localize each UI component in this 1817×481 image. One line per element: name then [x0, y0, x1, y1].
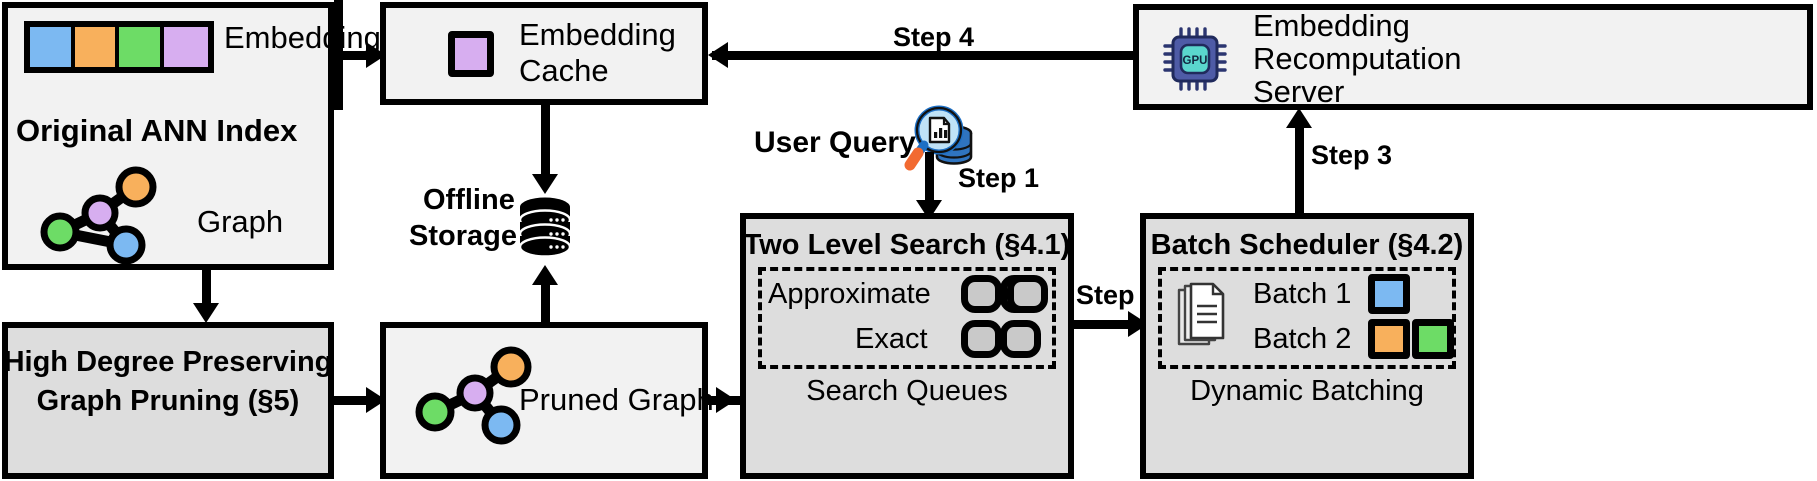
embedding-cache-swatch [448, 31, 494, 77]
recomputation-server-line1: Embedding [1253, 8, 1410, 43]
arrow-pruned-to-search-head [716, 387, 736, 413]
arrow-step3-line [1295, 125, 1304, 213]
gpu-icon-text: GPU [1183, 55, 1208, 67]
pruned-graph-illustration [413, 345, 543, 445]
gpu-icon: GPU [1160, 24, 1230, 94]
embedding-label: Embedding [224, 20, 381, 55]
arrow-index-to-pruning-line [202, 270, 211, 306]
arrow-pruned-to-storage-line [541, 285, 550, 332]
pruned-graph-svg [415, 346, 532, 445]
batch-2-chip-green [1412, 319, 1454, 359]
offline-storage-label-line1: Offline [423, 184, 515, 216]
embedding-cache-label-line2: Cache [519, 53, 609, 88]
graph-pruning-title-line1: High Degree Preserving [3, 346, 333, 378]
arrow-pruned-to-storage-head [532, 265, 558, 285]
arrow-step2-line [1074, 320, 1139, 329]
database-icon-svg [518, 197, 572, 258]
recomputation-server-line3: Server [1253, 74, 1345, 109]
search-queues-dashed-region [758, 267, 1056, 369]
arrow-cache-to-storage-line [541, 105, 550, 177]
batch-scheduler-title: Batch Scheduler (§4.2) [1150, 229, 1464, 261]
arrow-cache-to-storage-head [532, 174, 558, 194]
exact-row-label: Exact [855, 323, 928, 355]
search-document-database-icon [904, 105, 977, 175]
embedding-cache-label-line1: Embedding [519, 17, 676, 52]
embedding-cell-purple [163, 27, 208, 67]
graph-label: Graph [197, 204, 284, 239]
database-icon [518, 196, 572, 258]
embedding-cell-orange [74, 27, 120, 67]
search-queues-footer: Search Queues [806, 375, 1008, 407]
two-level-search-title: Two Level Search (§4.1) [743, 229, 1071, 261]
arrow-step4-line [712, 51, 1135, 60]
approximate-slot-3 [1007, 275, 1048, 313]
graph-svg [40, 166, 157, 265]
batch-1-label: Batch 1 [1253, 278, 1352, 310]
recomputation-server-box [1133, 4, 1813, 110]
documents-icon [1175, 282, 1231, 352]
arrow-index-to-cache-line [334, 51, 372, 60]
batch-1-chip-blue [1368, 274, 1410, 314]
arrow-step1-line [925, 152, 934, 207]
embedding-cache-box [380, 2, 708, 105]
arrow-pruning-to-pruned-line [334, 396, 372, 405]
embedding-cell-green [119, 27, 164, 67]
arrow-step4-head [708, 42, 728, 68]
batch-2-label: Batch 2 [1253, 323, 1352, 355]
gpu-icon-svg: GPU [1163, 27, 1227, 91]
graph-pruning-title-line2: Graph Pruning (§5) [36, 385, 300, 417]
exact-slot-2 [1000, 320, 1041, 358]
approximate-slot-1 [961, 275, 1002, 313]
batch-2-chip-orange [1368, 319, 1410, 359]
documents-icon-svg [1177, 282, 1225, 346]
step4-label: Step 4 [893, 22, 975, 52]
ann-graph-illustration [38, 165, 168, 265]
dynamic-batching-footer: Dynamic Batching [1190, 375, 1424, 407]
user-query-label: User Query [754, 126, 916, 159]
approximate-row-label: Approximate [768, 278, 931, 310]
offline-storage-label-line2: Storage [409, 220, 517, 252]
step3-label: Step 3 [1311, 140, 1393, 170]
pruned-graph-label: Pruned Graph [519, 382, 714, 417]
recomputation-server-line2: Recomputation [1253, 41, 1462, 76]
dynamic-batching-dashed-region [1158, 267, 1456, 369]
exact-slot-1 [961, 320, 1002, 358]
arrow-index-to-pruning-head [193, 303, 219, 323]
search-document-database-icon-svg [904, 105, 973, 171]
embedding-cell-blue [30, 27, 75, 67]
step1-label: Step 1 [958, 163, 1040, 193]
embedding-strip [24, 21, 214, 73]
graph-pruning-box [2, 322, 334, 479]
original-ann-index-title: Original ANN Index [16, 113, 298, 148]
arrow-step3-head [1286, 108, 1312, 128]
